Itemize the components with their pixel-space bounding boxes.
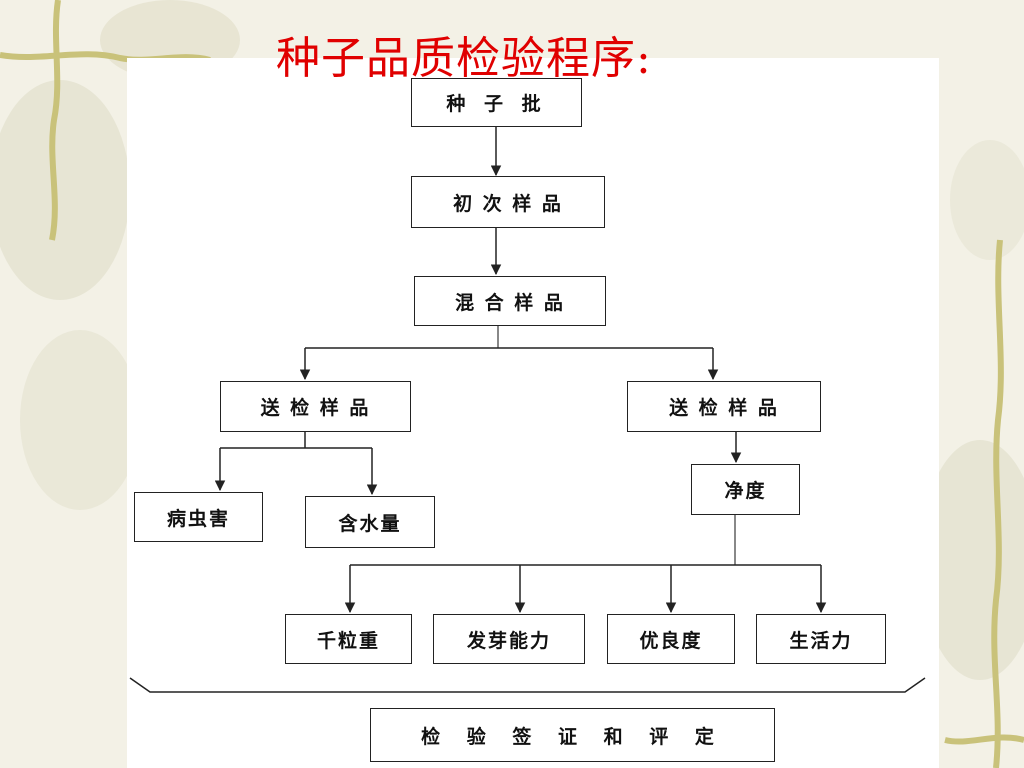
node-certification: 检 验 签 证 和 评 定: [370, 708, 775, 762]
node-composite-sample: 混 合 样 品: [414, 276, 606, 326]
node-submitted-sample-left: 送 检 样 品: [220, 381, 411, 432]
node-quality: 优良度: [607, 614, 735, 664]
node-submitted-sample-right: 送 检 样 品: [627, 381, 821, 432]
node-thousand-weight: 千粒重: [285, 614, 412, 664]
node-vitality: 生活力: [756, 614, 886, 664]
node-moisture: 含水量: [305, 496, 435, 548]
node-germination: 发芽能力: [433, 614, 585, 664]
summary-bracket: [129, 677, 926, 693]
node-pests: 病虫害: [134, 492, 263, 542]
slide-title: 种子品质检验程序:: [276, 33, 652, 84]
node-primary-sample: 初 次 样 品: [411, 176, 605, 228]
node-purity: 净度: [691, 464, 800, 515]
node-seed-lot: 种 子 批: [411, 78, 582, 127]
